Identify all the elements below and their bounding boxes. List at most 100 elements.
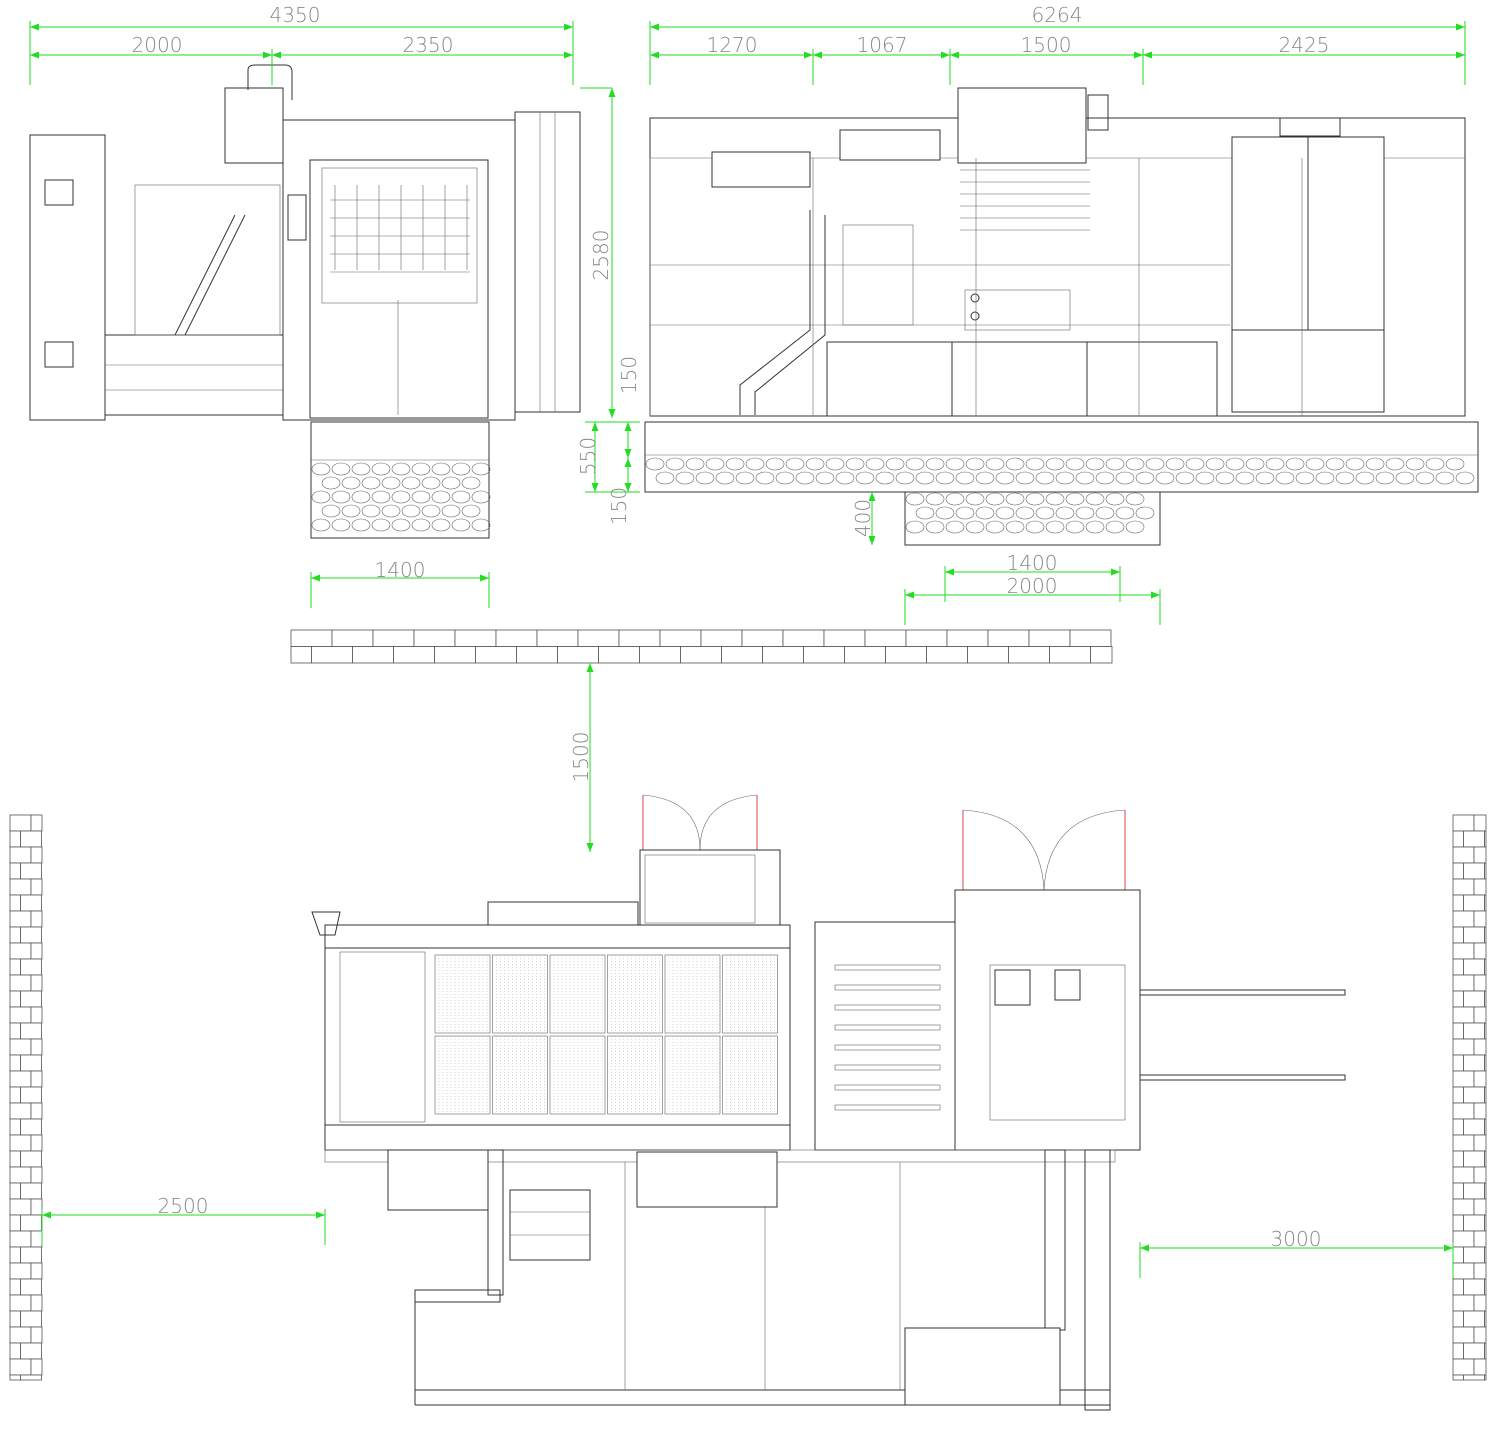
- foundation-stone: [1395, 471, 1415, 485]
- brick: [1484, 1246, 1487, 1264]
- dimension-arrow: [1143, 51, 1152, 59]
- brick: [20, 1150, 42, 1168]
- brick: [1463, 1310, 1485, 1328]
- foundation-stone: [1115, 471, 1135, 485]
- foundation-stone: [935, 471, 955, 485]
- feeder-head: [224, 87, 284, 164]
- foundation-stone: [1385, 457, 1405, 471]
- dim-plan-left-clearance: 2500: [158, 1194, 209, 1218]
- brick: [926, 646, 968, 664]
- brick: [9, 814, 32, 832]
- foundation-stone: [461, 476, 481, 490]
- grid-panel: [664, 1035, 721, 1115]
- dim-front-seg3: 1500: [1021, 33, 1072, 57]
- brick: [1473, 1230, 1487, 1248]
- foundation-stone: [431, 462, 451, 476]
- feeder-frame: [134, 184, 281, 336]
- brick: [1463, 1214, 1485, 1232]
- dim-side-height: 2580: [589, 230, 613, 281]
- foundation-stone: [1205, 457, 1225, 471]
- brick: [20, 1374, 42, 1381]
- foundation-stone: [331, 518, 351, 532]
- brick: [844, 646, 886, 664]
- foundation-stone: [955, 471, 975, 485]
- brick: [20, 1022, 42, 1040]
- brick: [1484, 1374, 1487, 1381]
- brick: [1463, 1246, 1485, 1264]
- brick: [557, 646, 599, 664]
- brick: [30, 1262, 43, 1280]
- front-foundation: [644, 421, 1479, 546]
- foundation-stone: [1295, 471, 1315, 485]
- brick: [20, 1054, 42, 1072]
- side-view: [29, 64, 581, 539]
- foundation-stone: [1025, 520, 1045, 534]
- foundation-stone: [975, 471, 995, 485]
- brick: [1484, 1150, 1487, 1168]
- front-mechanism-lines: [649, 158, 1303, 416]
- brick: [1452, 958, 1464, 976]
- foundation-stone: [321, 504, 341, 518]
- dimension-arrow: [950, 51, 959, 59]
- brick: [803, 646, 845, 664]
- dimensions: [29, 21, 1466, 1278]
- brick: [9, 1054, 21, 1072]
- foundation-stone: [311, 490, 331, 504]
- foundation-stone: [1435, 471, 1455, 485]
- dimension-arrow: [608, 409, 616, 418]
- brick: [782, 629, 825, 647]
- foundation-stone: [421, 476, 441, 490]
- brick: [9, 1166, 32, 1184]
- brick: [700, 629, 743, 647]
- dimension-arrow: [624, 422, 632, 431]
- brick: [1463, 1022, 1485, 1040]
- feeder-base: [104, 334, 286, 416]
- foundation-stone: [1455, 471, 1475, 485]
- foundation-stone: [351, 462, 371, 476]
- brick: [967, 646, 1009, 664]
- brick: [1452, 1102, 1475, 1120]
- brick: [577, 629, 620, 647]
- foundation-stone: [985, 492, 1005, 506]
- brick: [495, 629, 538, 647]
- brick: [1049, 646, 1091, 664]
- brick: [9, 1342, 21, 1360]
- foundation-stone: [1165, 457, 1185, 471]
- dimension-arrow: [316, 1211, 325, 1219]
- wall-right: [1452, 814, 1487, 1381]
- dim-side-top-gap: 150: [617, 356, 641, 394]
- foundation-stone: [371, 462, 391, 476]
- brick: [454, 629, 497, 647]
- dim-side-total: 4350: [270, 3, 321, 27]
- dimension-arrow: [813, 51, 822, 59]
- brick: [9, 1214, 21, 1232]
- foundation-stone: [1415, 471, 1435, 485]
- brick: [1452, 1310, 1464, 1328]
- brick: [741, 629, 784, 647]
- foundation-stone: [815, 471, 835, 485]
- grid-panel: [492, 1035, 548, 1115]
- brick: [1090, 646, 1113, 664]
- brick: [885, 646, 927, 664]
- brick: [30, 814, 43, 832]
- brick: [618, 629, 661, 647]
- foundation-stone: [1315, 471, 1335, 485]
- brick: [1484, 1278, 1487, 1296]
- foundation-stone: [915, 471, 935, 485]
- plan-main-unit: [324, 924, 791, 1151]
- brick: [475, 646, 517, 664]
- dim-front-pit-inner: 1400: [1007, 551, 1058, 575]
- foundation-stone: [845, 457, 865, 471]
- foundation-stone: [411, 518, 431, 532]
- foundation-stone: [985, 457, 1005, 471]
- foundation-stone: [905, 492, 925, 506]
- brick: [9, 1230, 32, 1248]
- brick: [1484, 894, 1487, 912]
- dimension-arrow: [868, 492, 876, 501]
- foundation-stone: [905, 520, 925, 534]
- brick: [1463, 1342, 1485, 1360]
- dim-front-seg1: 1270: [707, 33, 758, 57]
- plan-top-box: [639, 849, 781, 926]
- brick: [290, 629, 333, 647]
- foundation-stone: [685, 457, 705, 471]
